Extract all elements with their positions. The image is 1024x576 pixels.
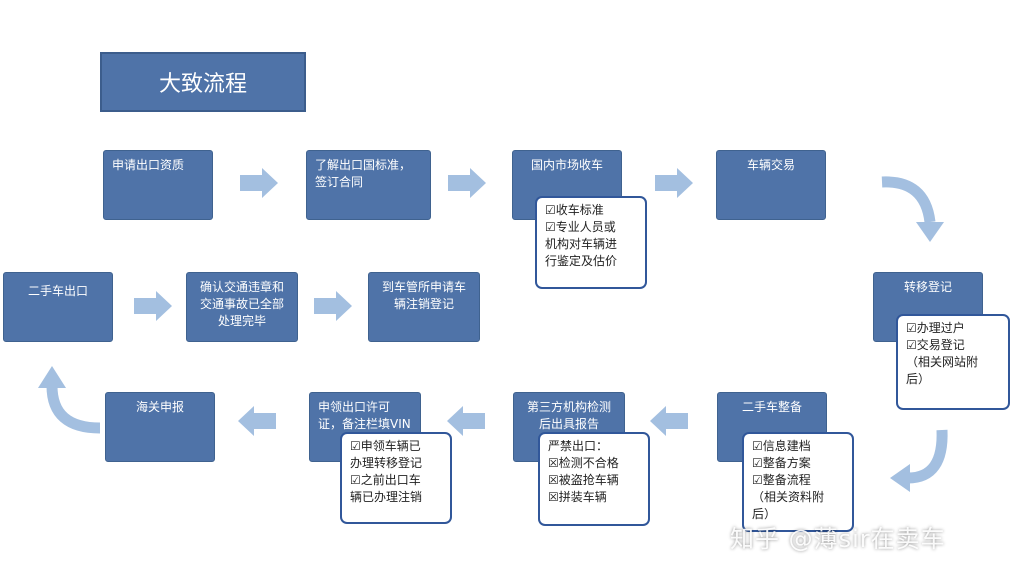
note-line: （相关网站附	[906, 355, 979, 369]
note-line: ☑信息建档	[752, 439, 811, 453]
arrow-right-3	[655, 168, 693, 198]
step-understand-export-standards: 了解出口国标准，签订合同	[306, 150, 431, 220]
note-line: ☑专业人员或	[545, 220, 616, 234]
note-line: ☑整备流程	[752, 473, 811, 487]
step-used-car-export: 二手车出口	[3, 272, 113, 342]
note-line: 严禁出口：	[548, 439, 609, 453]
note-line: 办理转移登记	[350, 456, 423, 470]
arrow-right-2	[448, 168, 486, 198]
note-transfer: ☑办理过户 ☑交易登记 （相关网站附 后）	[896, 314, 1010, 410]
arrow-left-3	[238, 406, 276, 436]
note-line: ☒检测不合格	[548, 456, 619, 470]
note-inspection: 严禁出口： ☒检测不合格 ☒被盗抢车辆 ☒拼装车辆	[538, 432, 650, 526]
step-customs-declaration: 海关申报	[105, 392, 215, 462]
note-line: 后）	[752, 507, 777, 521]
note-line: ☒拼装车辆	[548, 490, 607, 504]
watermark: 知乎 @薄sir在卖车	[730, 525, 946, 553]
diagram-title: 大致流程	[100, 52, 306, 112]
arrow-right-5	[314, 291, 352, 321]
step-dmv-cancellation: 到车管所申请车辆注销登记	[368, 272, 480, 342]
note-line: ☑收车标准	[545, 203, 604, 217]
note-line: 辆已办理注销	[350, 490, 423, 504]
arrow-right-4	[134, 291, 172, 321]
arrow-curve-up	[38, 366, 101, 434]
note-line: （相关资料附	[752, 490, 825, 504]
note-line: ☑申领车辆已	[350, 439, 421, 453]
note-line: ☑整备方案	[752, 456, 811, 470]
arrow-left-1	[650, 406, 688, 436]
note-license: ☑申领车辆已 办理转移登记 ☑之前出口车 辆已办理注销	[340, 432, 452, 524]
note-line: 行鉴定及估价	[545, 254, 618, 268]
note-purchase: ☑收车标准 ☑专业人员或 机构对车辆进 行鉴定及估价	[535, 196, 647, 289]
note-line: ☒被盗抢车辆	[548, 473, 619, 487]
arrow-curve-down-left	[890, 429, 948, 492]
step-apply-export-qualification: 申请出口资质	[103, 150, 213, 220]
step-vehicle-transaction: 车辆交易	[716, 150, 826, 220]
note-reconditioning: ☑信息建档 ☑整备方案 ☑整备流程 （相关资料附 后）	[742, 432, 854, 532]
arrow-curve-down-1	[881, 176, 944, 242]
arrow-left-2	[447, 406, 485, 436]
arrow-right-1	[240, 168, 278, 198]
note-line: 后）	[906, 372, 931, 386]
note-line: ☑之前出口车	[350, 473, 421, 487]
note-line: 机构对车辆进	[545, 237, 618, 251]
note-line: ☑交易登记	[906, 338, 965, 352]
note-line: ☑办理过户	[906, 321, 965, 335]
step-confirm-violations: 确认交通违章和交通事故已全部处理完毕	[186, 272, 298, 342]
